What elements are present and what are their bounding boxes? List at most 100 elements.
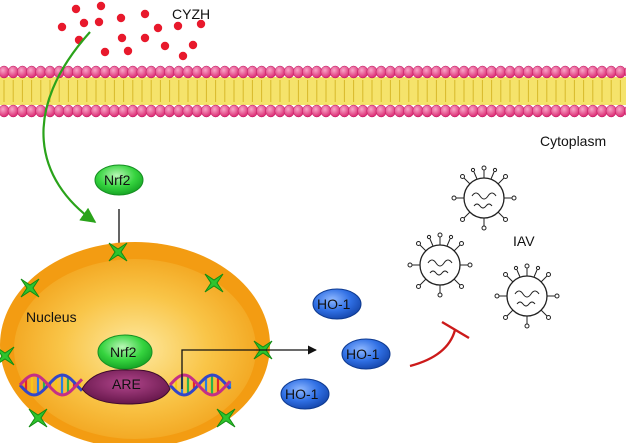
cyzh-molecule: [178, 51, 188, 61]
transcription-arrow: [181, 345, 317, 389]
nrf2-cytoplasm: Nrf2: [94, 164, 144, 196]
lipid-head: [164, 104, 176, 118]
cyzh-molecule: [188, 40, 198, 50]
lipid-head: [366, 104, 378, 118]
cyzh-molecule: [196, 19, 206, 29]
lipid-head: [559, 65, 571, 79]
cyzh-molecule: [160, 41, 170, 51]
lipid-head: [458, 104, 470, 118]
lipid-head: [283, 104, 295, 118]
lipid-head: [614, 104, 626, 118]
lipid-head: [596, 65, 608, 79]
dna-helix-icon: [18, 373, 232, 397]
lipid-head: [191, 65, 203, 79]
lipid-head: [210, 65, 222, 79]
lipid-head: [90, 104, 102, 118]
cyzh-molecule: [140, 9, 150, 19]
lipid-head: [587, 104, 599, 118]
lipid-head: [467, 104, 479, 118]
lipid-head: [495, 104, 507, 118]
lipid-head: [550, 104, 562, 118]
lipid-head: [145, 65, 157, 79]
lipid-head: [357, 104, 369, 118]
lipid-head: [467, 65, 479, 79]
cyzh-molecule: [117, 33, 127, 43]
lipid-head: [329, 65, 341, 79]
lipid-head: [292, 104, 304, 118]
lipid-head: [200, 65, 212, 79]
lipid-head: [550, 65, 562, 79]
lipid-head: [394, 65, 406, 79]
lipid-head: [16, 65, 28, 79]
iav-label: IAV: [513, 233, 535, 249]
lipid-head: [513, 104, 525, 118]
cyzh-molecule: [123, 46, 133, 56]
lipid-head: [449, 65, 461, 79]
lipid-head: [412, 104, 424, 118]
lipid-head: [164, 65, 176, 79]
lipid-head: [486, 65, 498, 79]
lipid-head: [476, 104, 488, 118]
lipid-head: [440, 104, 452, 118]
lipid-head: [578, 65, 590, 79]
ho1-protein: HO-1: [312, 288, 362, 320]
cyzh-molecule: [94, 17, 104, 27]
lipid-head: [568, 65, 580, 79]
lipid-head: [532, 65, 544, 79]
lipid-head: [338, 104, 350, 118]
lipid-head: [16, 104, 28, 118]
lipid-head: [118, 65, 130, 79]
lipid-head: [513, 65, 525, 79]
cyzh-label: CYZH: [172, 6, 210, 22]
lipid-head: [430, 104, 442, 118]
lipid-head: [283, 65, 295, 79]
lipid-head: [127, 104, 139, 118]
lipid-head: [26, 65, 38, 79]
lipid-head: [412, 65, 424, 79]
are-label: ARE: [112, 376, 141, 392]
ho1-protein: HO-1: [280, 378, 330, 410]
lipid-head: [559, 104, 571, 118]
lipid-head: [403, 104, 415, 118]
lipid-head: [504, 104, 516, 118]
lipid-head: [136, 65, 148, 79]
lipid-head: [173, 104, 185, 118]
lipid-head: [403, 65, 415, 79]
lipid-head: [311, 65, 323, 79]
lipid-head: [596, 104, 608, 118]
lipid-head: [191, 104, 203, 118]
lipid-head: [495, 65, 507, 79]
lipid-head: [384, 65, 396, 79]
lipid-head: [522, 65, 534, 79]
lipid-head: [219, 65, 231, 79]
lipid-head: [145, 104, 157, 118]
lipid-head: [311, 104, 323, 118]
lipid-head: [348, 65, 360, 79]
lipid-head: [568, 104, 580, 118]
ho1-label: HO-1: [317, 296, 351, 312]
lipid-head: [476, 65, 488, 79]
nucleus-label: Nucleus: [26, 309, 77, 325]
virus-icon: [451, 165, 517, 231]
cytoplasm-label: Cytoplasm: [540, 133, 606, 149]
virus-icon: [494, 263, 560, 329]
cyzh-molecule: [173, 21, 183, 31]
lipid-head: [338, 65, 350, 79]
lipid-head: [375, 65, 387, 79]
lipid-head: [228, 65, 240, 79]
lipid-head: [394, 104, 406, 118]
lipid-head: [210, 104, 222, 118]
lipid-head: [72, 104, 84, 118]
cyzh-molecule: [57, 22, 67, 32]
lipid-head: [486, 104, 498, 118]
virus-icon: [407, 232, 473, 298]
lipid-head: [228, 104, 240, 118]
lipid-head: [127, 65, 139, 79]
lipid-head: [541, 104, 553, 118]
lipid-head: [292, 65, 304, 79]
lipid-head: [614, 65, 626, 79]
lipid-head: [421, 65, 433, 79]
lipid-head: [256, 104, 268, 118]
lipid-head: [421, 104, 433, 118]
lipid-head: [246, 65, 258, 79]
